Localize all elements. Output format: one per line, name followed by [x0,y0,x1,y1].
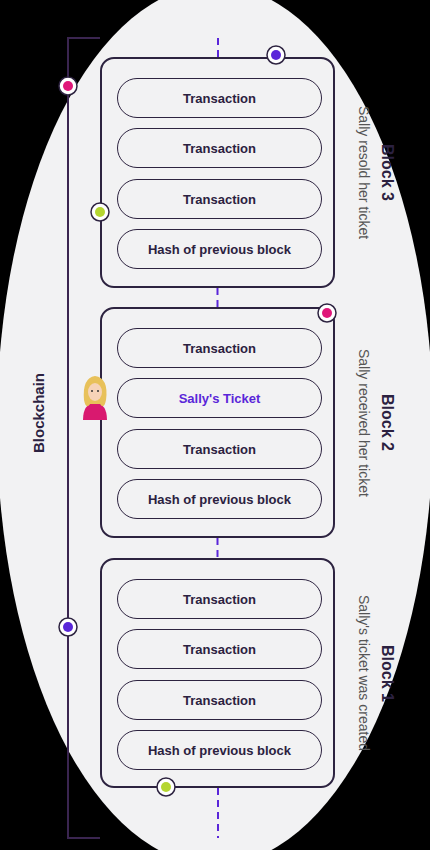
dot [63,622,73,632]
transaction-pill: Transaction [117,429,322,469]
transaction-pill: Transaction [117,579,322,619]
avatar-face [88,383,102,401]
block-box: Block 2Sally received her ticketTransact… [100,307,335,538]
block-description: Sally received her ticket [356,349,372,497]
block-title: Block 1 [378,645,396,702]
transaction-pill: Hash of previous block [117,479,322,519]
transaction-pill: Hash of previous block [117,730,322,770]
transaction-pill: Transaction [117,78,322,118]
dot-ring [91,203,109,221]
chain-bracket [68,38,100,838]
block-box: Block 3Sally resold her ticketTransactio… [100,57,335,288]
transaction-pill: Hash of previous block [117,229,322,269]
pill-text: Hash of previous block [148,492,291,507]
dot [271,50,281,60]
avatar-fringe [88,381,103,386]
pill-text: Transaction [183,592,256,607]
block-description: Sally resold her ticket [356,106,372,239]
transaction-pill: Transaction [117,680,322,720]
dot [63,81,73,91]
dot-ring [318,304,336,322]
dot-ring [267,46,285,64]
dashed-link [217,288,219,307]
pill-text: Hash of previous block [148,242,291,257]
avatar-eye [97,390,99,392]
pill-text: Transaction [183,642,256,657]
block-caption: Block 3 Sally resold her ticket [350,59,402,286]
block-caption: Block 2 Sally received her ticket [350,309,402,536]
pill-text: Transaction [183,442,256,457]
transaction-pill: Transaction [117,179,322,219]
block-caption: Block 1 Sally's ticket was created [350,560,402,786]
axis-label: Blockchain [30,373,47,453]
dashed-link [217,538,219,558]
pill-text: Transaction [183,141,256,156]
sally-avatar [83,376,107,420]
block-box: Block 1Sally's ticket was createdTransac… [100,558,335,788]
dashed-link [217,788,219,838]
transaction-pill: Transaction [117,128,322,168]
pill-text: Transaction [183,693,256,708]
block-title: Block 3 [378,144,396,201]
transaction-pill: Sally's Ticket [117,378,322,418]
dot-ring [59,618,77,636]
pill-text: Transaction [183,192,256,207]
dot [95,207,105,217]
dot-ring [59,77,77,95]
avatar-eye [91,390,93,392]
dot [322,308,332,318]
transaction-pill: Transaction [117,328,322,368]
avatar-body [83,402,107,420]
dot-ring [157,778,175,796]
dashed-link [217,38,219,57]
pill-text: Hash of previous block [148,743,291,758]
transaction-pill: Transaction [117,629,322,669]
pill-text: Sally's Ticket [179,391,261,406]
dot [161,782,171,792]
avatar-hair [84,376,107,406]
block-title: Block 2 [378,394,396,451]
block-description: Sally's ticket was created [356,595,372,751]
dots [59,46,336,796]
pill-text: Transaction [183,341,256,356]
pill-text: Transaction [183,91,256,106]
